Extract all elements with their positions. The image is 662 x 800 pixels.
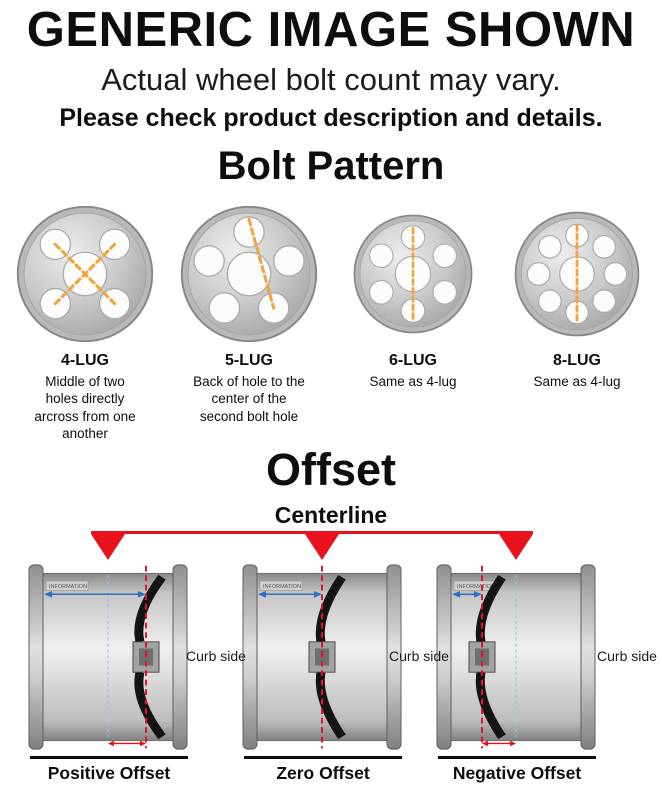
offset-measure-arrow-icon — [482, 740, 516, 747]
wheel-cross-section-positive: INFORMATION — [28, 564, 188, 750]
wheel-cross-section-negative: INFORMATION — [436, 564, 596, 750]
lug-item-5: 5-LUG Back of hole to the center of the … — [171, 200, 327, 442]
lug-8-label: 8-LUG — [553, 352, 601, 369]
rim-lip-right — [580, 564, 596, 750]
spoke-profile — [134, 671, 166, 740]
spoke-profile — [134, 574, 166, 643]
lug-5-label: 5-LUG — [225, 352, 273, 369]
spoke-profile — [315, 671, 346, 740]
negative-offset-label: Negative Offset — [452, 763, 582, 783]
measurement-dashes-icon — [247, 217, 276, 310]
lug-holes — [526, 223, 628, 325]
rim-lip-left — [28, 564, 44, 750]
lug-item-8: 8-LUG Same as 4-lug — [499, 200, 655, 442]
rim-lip-right — [386, 564, 402, 750]
baseline-rule — [30, 756, 188, 759]
lug-6-figure — [335, 200, 491, 348]
spoke-profile — [475, 574, 506, 643]
wheel-face-8lug-icon — [514, 211, 640, 337]
curb-side-label: Curb side — [597, 648, 657, 664]
barrel-stamp-text: INFORMATION — [49, 584, 87, 590]
backspacing-arrow-icon — [452, 590, 482, 598]
page-title: GENERIC IMAGE SHOWN — [26, 3, 636, 57]
baseline-rule — [244, 756, 402, 759]
barrel-stamp — [45, 580, 89, 591]
subtitle: Actual wheel bolt count may vary. — [101, 62, 561, 97]
backspacing-arrow-icon — [258, 590, 322, 598]
lug-8-figure — [499, 200, 655, 348]
measurement-dashes-icon — [53, 242, 117, 306]
spoke-profile — [475, 671, 506, 740]
spoke-profile — [315, 574, 346, 643]
lug-5-figure — [171, 200, 327, 348]
centerline-label: Centerline — [274, 502, 388, 528]
lug-6-description: Same as 4-lug — [369, 374, 457, 389]
rim-lip-right — [172, 564, 188, 750]
centerline-marker-icon — [91, 534, 125, 560]
rim-lip-left — [436, 564, 452, 750]
bolt-pattern-title: Bolt Pattern — [217, 144, 445, 188]
lug-4-label: 4-LUG — [61, 352, 109, 369]
centerline-marker-icon — [305, 534, 339, 560]
wheel-face-6lug-icon — [353, 214, 473, 334]
baseline-rule — [438, 756, 596, 759]
rim-lip-left — [242, 564, 258, 750]
zero-offset-label: Zero Offset — [276, 763, 370, 783]
wheel-face-5lug-icon — [180, 205, 318, 343]
curb-side-label: Curb side — [389, 648, 449, 664]
curb-side-label: Curb side — [186, 648, 246, 664]
lug-6-label: 6-LUG — [389, 352, 437, 369]
wheel-cross-section-zero: INFORMATION — [242, 564, 402, 750]
center-bore — [226, 251, 272, 297]
wheel-face-4lug-icon — [16, 205, 154, 343]
lug-4-description: Middle of two holes directly arcross fro… — [34, 374, 136, 441]
offset-measure-arrow-icon — [108, 740, 146, 747]
lug-5-description: Back of hole to the center of the second… — [193, 374, 305, 424]
disclaimer-note: Please check product description and det… — [59, 104, 603, 132]
barrel-stamp-text: INFORMATION — [263, 584, 301, 590]
positive-offset-label: Positive Offset — [47, 763, 171, 783]
backspacing-arrow-icon — [44, 590, 146, 598]
centerline-bar — [91, 531, 533, 534]
bolt-pattern-row: 4-LUG Middle of two holes directly arcro… — [0, 200, 662, 442]
lug-4-figure — [7, 200, 163, 348]
barrel-stamp-text: INFORMATION — [457, 584, 495, 590]
offset-title: Offset — [265, 444, 396, 495]
lug-item-6: 6-LUG Same as 4-lug — [335, 200, 491, 442]
barrel-stamp — [259, 580, 303, 591]
lug-item-4: 4-LUG Middle of two holes directly arcro… — [7, 200, 163, 442]
lug-holes — [193, 216, 305, 324]
lug-8-description: Same as 4-lug — [533, 374, 621, 389]
centerline-marker-icon — [499, 534, 533, 560]
